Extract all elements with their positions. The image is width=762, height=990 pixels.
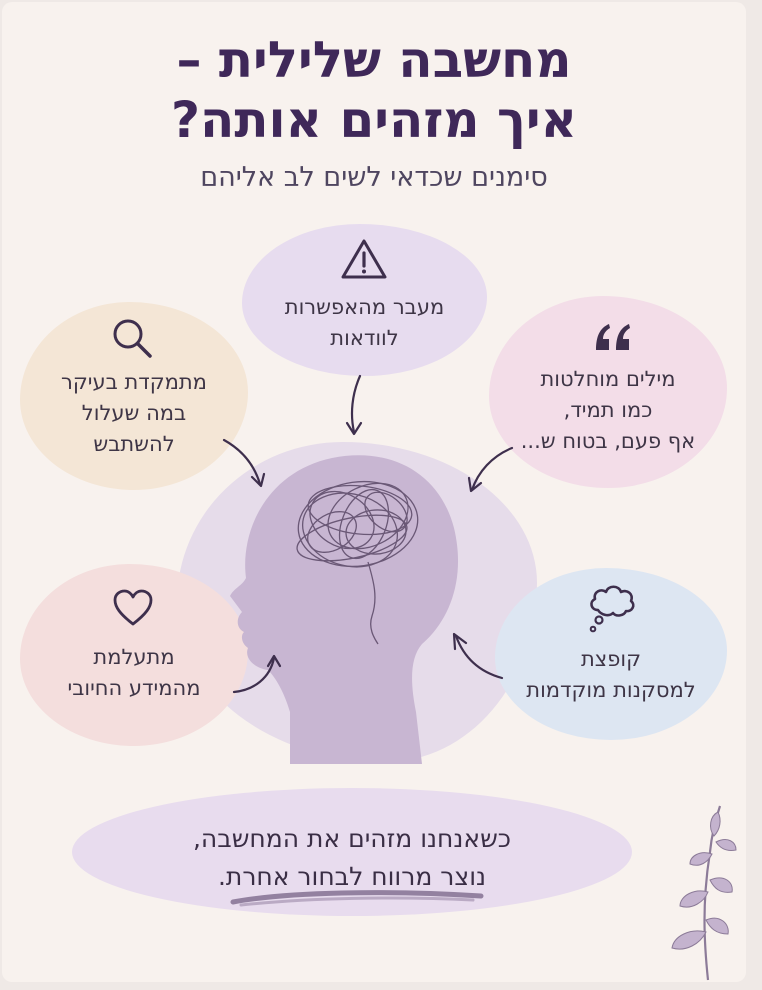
summary-text: כשאנחנו מזהים את המחשבה, נוצר מרווח לבחו… (72, 820, 632, 896)
page-subtitle: סימנים שכדאי לשים לב אליהם (200, 162, 548, 193)
heart-outline-icon (113, 589, 153, 626)
bubble-lower-left-text: מתעלמת מהמידע החיובי (26, 642, 242, 704)
brush-underline (230, 890, 484, 907)
bubble-upper-right-line-2: כמו תמיד, (563, 398, 653, 422)
title-line-2: איך מזהים אותה? (171, 91, 577, 149)
bubble-top-text: מעבר מהאפשרות לוודאות (242, 292, 487, 354)
bubble-upper-left-line-2: במה שעלול (81, 401, 187, 425)
page-title: מחשבה שלילית – איך מזהים אותה? (2, 30, 746, 150)
bubble-upper-right-text: מילים מוחלטות כמו תמיד, אף פעם, בטוח ש..… (492, 364, 724, 457)
bubble-top-line-1: מעבר מהאפשרות (284, 295, 445, 319)
thought-cloud-icon (589, 585, 635, 633)
infographic-page: מחשבה שלילית – איך מזהים אותה? סימנים שכ… (2, 2, 746, 982)
bubble-upper-left-text: מתמקדת בעיקר במה שעלול להשתבש (26, 367, 242, 460)
summary-line-1: כשאנחנו מזהים את המחשבה, (192, 824, 512, 853)
head-profile-illustration (230, 455, 459, 764)
bubble-lower-right-line-2: למסקנות מוקדמות (526, 678, 696, 702)
bubble-upper-left-line-3: להשתבש (93, 432, 175, 456)
tangled-thoughts-scribble (296, 480, 419, 645)
leaf-branch-decoration (671, 805, 737, 981)
bubble-top-line-2: לוודאות (330, 326, 399, 350)
bubble-upper-right-line-1: מילים מוחלטות (540, 367, 676, 391)
bubble-lower-right (495, 568, 727, 740)
bubble-lower-right-text: קופצת למסקנות מוקדמות (498, 644, 724, 706)
bubble-top (242, 224, 487, 376)
bubble-upper-left (20, 302, 248, 490)
quote-marks-icon (596, 324, 630, 350)
bubble-lower-left-line-2: מהמידע החיובי (67, 676, 201, 700)
magnifier-icon (113, 319, 152, 358)
title-line-1: מחשבה שלילית – (176, 31, 572, 89)
bubble-lower-right-line-1: קופצת (581, 647, 641, 671)
bubble-upper-left-line-1: מתמקדת בעיקר (61, 370, 207, 394)
bubble-upper-right-line-3: אף פעם, בטוח ש... (520, 429, 696, 453)
bubble-lower-left-line-1: מתעלמת (93, 645, 175, 669)
summary-line-2: נוצר מרווח לבחור אחרת. (217, 862, 487, 891)
warning-triangle-icon (341, 239, 387, 279)
head-silhouette (230, 455, 459, 764)
